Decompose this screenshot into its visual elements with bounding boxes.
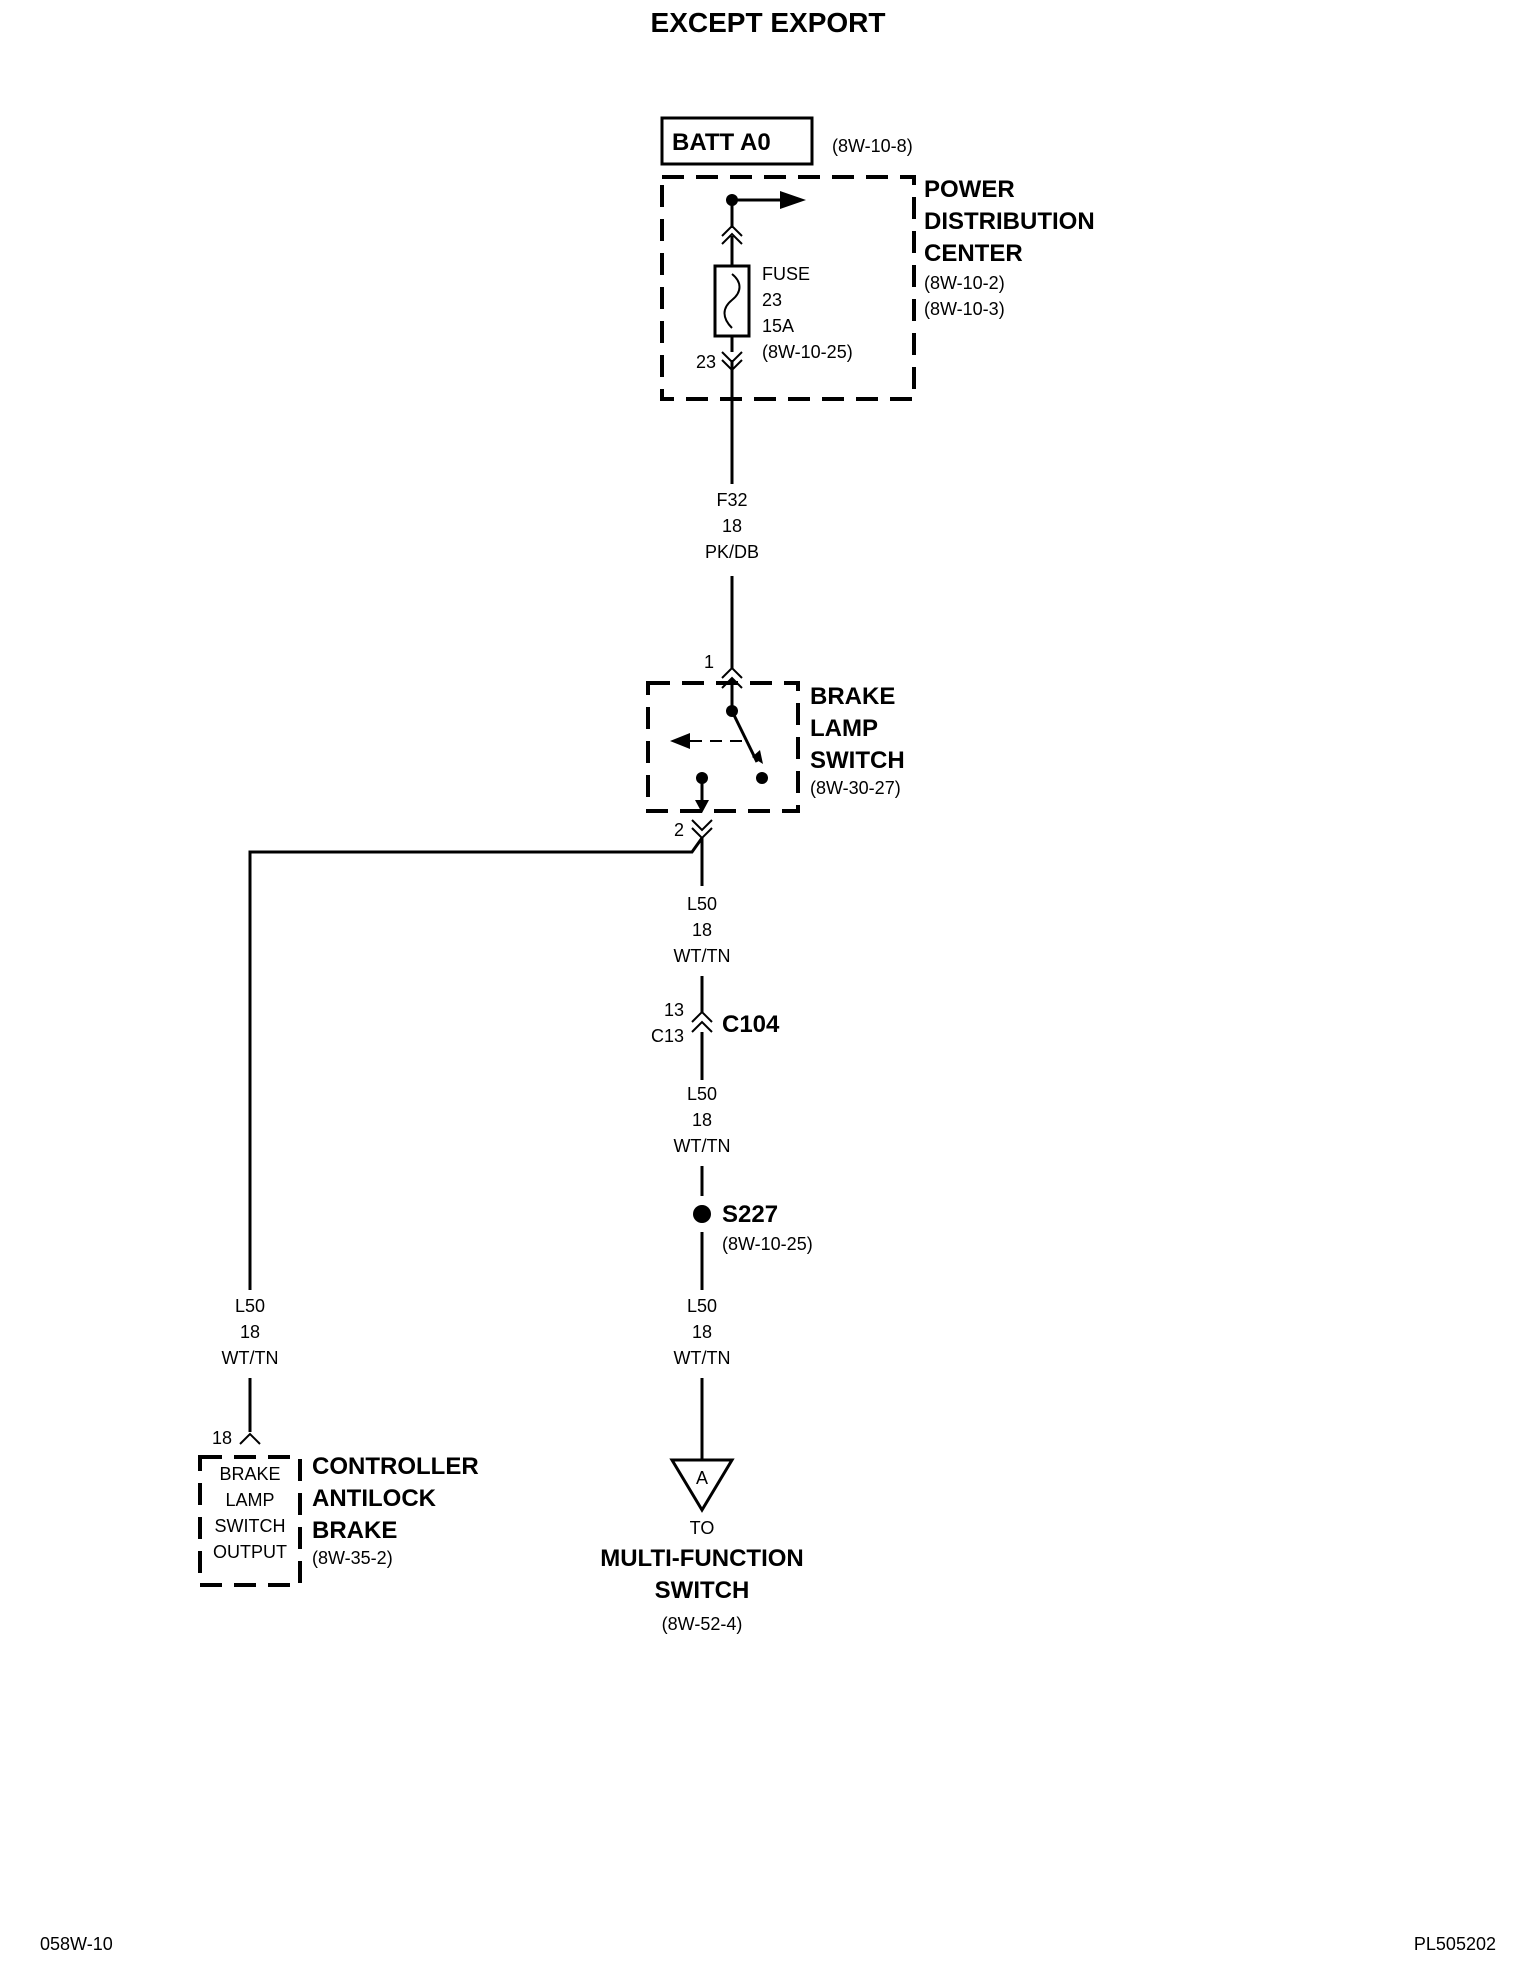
fuse-label: FUSE (762, 264, 810, 284)
pdc-name-line-2: DISTRIBUTION (924, 208, 1095, 235)
switch-name-line-1: BRAKE (810, 683, 895, 710)
wire-l50-c-circuit: L50 (687, 1296, 717, 1316)
switch-pin-1-connector-icon (721, 666, 743, 679)
switch-pin-1: 1 (704, 652, 714, 672)
wire-l50-left-gauge: 18 (240, 1322, 260, 1342)
footer-right-code: PL505202 (1414, 1934, 1496, 1954)
abs-inner-line-3: SWITCH (215, 1516, 286, 1536)
brake-lamp-switch-outline (646, 681, 800, 813)
wire-l50-c-color: WT/TN (674, 1348, 731, 1368)
batt-ref: (8W-10-8) (832, 136, 913, 156)
c104-pin-bottom: C13 (651, 1026, 684, 1046)
switch-actuator-arrow-icon (670, 733, 690, 749)
switch-blade (730, 710, 759, 763)
c104-name: C104 (722, 1011, 780, 1038)
switch-pin-2-connector-icon (691, 819, 713, 832)
s227-ref: (8W-10-25) (722, 1234, 813, 1254)
batt-box (660, 116, 814, 166)
diagram-title: EXCEPT EXPORT (651, 7, 886, 38)
pdc-outline (660, 175, 916, 401)
connector-a-name-line-2: SWITCH (655, 1577, 750, 1604)
s227-splice-dot (693, 1205, 711, 1223)
fuse-ref: (8W-10-25) (762, 342, 853, 362)
footer-left-code: 058W-10 (40, 1934, 113, 1954)
switch-contact-dot (756, 772, 768, 784)
wire-l50-left-color: WT/TN (222, 1348, 279, 1368)
wire-l50-a-gauge: 18 (692, 920, 712, 940)
fuse-element-icon (723, 273, 741, 329)
fuse-top-connector-icon (721, 224, 743, 237)
switch-ref: (8W-30-27) (810, 778, 901, 798)
pdc-ref-2: (8W-10-3) (924, 299, 1005, 319)
wire-l50-a-circuit: L50 (687, 894, 717, 914)
c104-connector-icon (691, 1010, 713, 1023)
bus-arrow-icon (780, 191, 806, 209)
abs-name-line-1: CONTROLLER (312, 1453, 479, 1480)
connector-a-ref: (8W-52-4) (662, 1614, 743, 1634)
connector-a-triangle-icon (669, 1458, 735, 1513)
wire-f32-color: PK/DB (705, 542, 759, 562)
fuse-rating: 15A (762, 316, 794, 336)
wire-f32-gauge: 18 (722, 516, 742, 536)
abs-inner-line-4: OUTPUT (213, 1542, 287, 1562)
connector-a-letter: A (696, 1468, 708, 1488)
wire-l50-b-gauge: 18 (692, 1110, 712, 1130)
pdc-name-line-3: CENTER (924, 240, 1023, 267)
pdc-cavity-label: 23 (696, 352, 716, 372)
batt-label: BATT A0 (672, 129, 771, 156)
wire-l50-a-color: WT/TN (674, 946, 731, 966)
fuse-number: 23 (762, 290, 782, 310)
s227-name: S227 (722, 1201, 778, 1228)
wire-l50-left-circuit: L50 (235, 1296, 265, 1316)
wire-l50-b-circuit: L50 (687, 1084, 717, 1104)
abs-inner-line-1: BRAKE (219, 1464, 280, 1484)
abs-pin: 18 (212, 1428, 232, 1448)
wire-l50-b-color: WT/TN (674, 1136, 731, 1156)
pdc-name-line-1: POWER (924, 176, 1015, 203)
abs-name-line-2: ANTILOCK (312, 1485, 437, 1512)
switch-name-line-3: SWITCH (810, 747, 905, 774)
switch-name-line-2: LAMP (810, 715, 878, 742)
c104-pin-top: 13 (664, 1000, 684, 1020)
abs-ref: (8W-35-2) (312, 1548, 393, 1568)
wire-l50-c-gauge: 18 (692, 1322, 712, 1342)
abs-name-line-3: BRAKE (312, 1517, 397, 1544)
switch-pin-2: 2 (674, 820, 684, 840)
pdc-ref-1: (8W-10-2) (924, 273, 1005, 293)
wire-l50-left-branch (248, 837, 704, 1290)
abs-inner-line-2: LAMP (225, 1490, 274, 1510)
connector-a-to: TO (690, 1518, 715, 1538)
abs-controller-outline (198, 1455, 302, 1587)
wire-f32-circuit: F32 (716, 490, 747, 510)
abs-connector-icon (239, 1432, 261, 1445)
connector-a-name-line-1: MULTI-FUNCTION (600, 1545, 804, 1572)
